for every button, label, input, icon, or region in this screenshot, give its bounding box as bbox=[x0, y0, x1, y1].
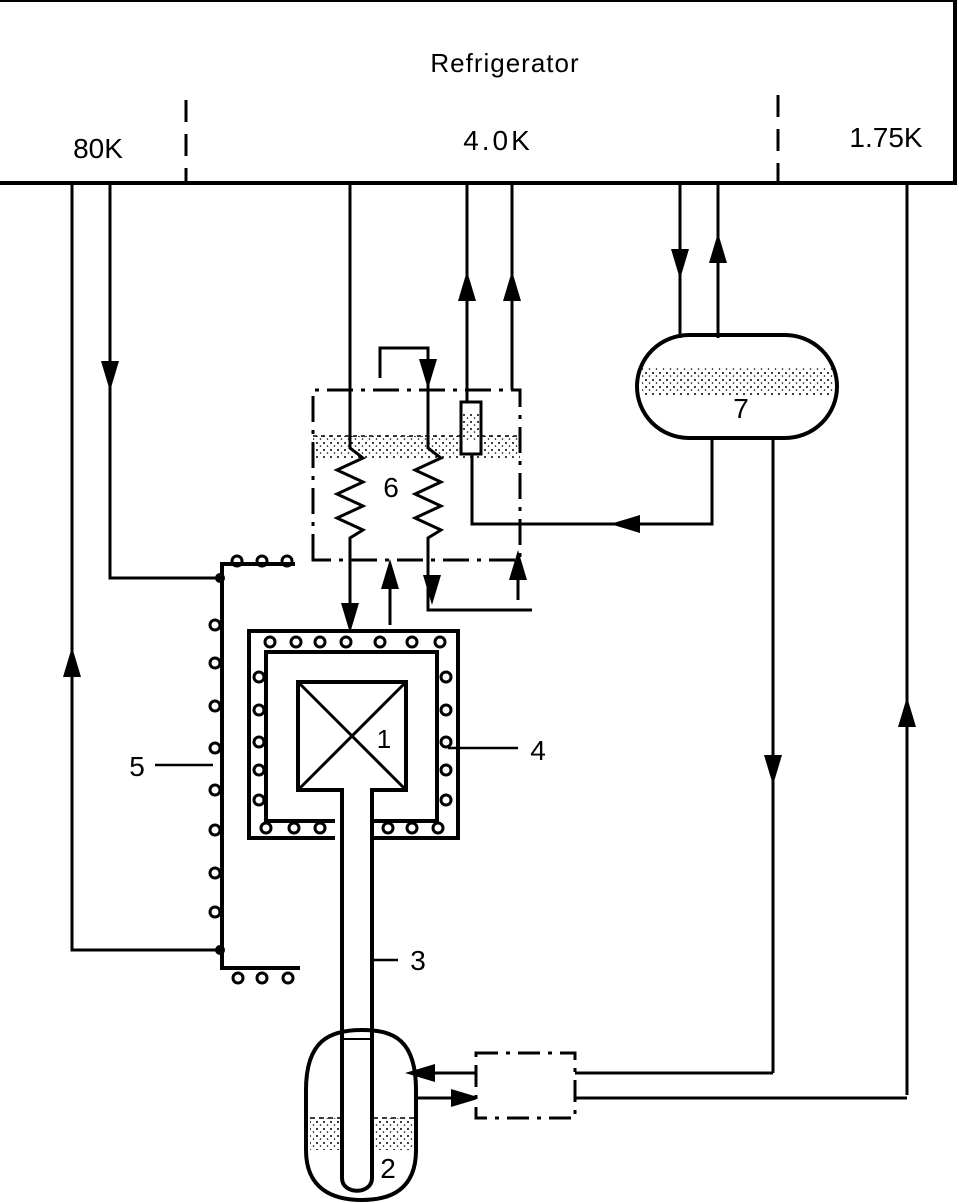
tank-label: 7 bbox=[733, 393, 749, 424]
valve-mark-label: L bbox=[516, 584, 528, 609]
outer-shield: 5 bbox=[129, 554, 300, 985]
magnet-label: 1 bbox=[377, 724, 391, 754]
inner-shield-label: 4 bbox=[530, 735, 546, 766]
temp-80k-label: 80K bbox=[73, 133, 123, 164]
refrigerator-title: Refrigerator bbox=[430, 48, 579, 78]
loop-175k bbox=[405, 183, 916, 1120]
inner-shield bbox=[247, 629, 518, 840]
lines-4k bbox=[458, 183, 714, 533]
tank: 7 bbox=[635, 183, 839, 440]
loop-80k bbox=[63, 183, 218, 952]
tube-label: 3 bbox=[410, 945, 426, 976]
outer-shield-label: 5 bbox=[129, 751, 145, 782]
refrigerator-box: Refrigerator 80K 4.0K 1.75K bbox=[0, 0, 957, 185]
reservoir: 2 bbox=[304, 1027, 418, 1203]
reservoir-label: 2 bbox=[380, 1153, 396, 1184]
heat-exchanger-bath: 6 bbox=[311, 183, 532, 633]
temp-175k-label: 1.75K bbox=[849, 122, 922, 153]
temp-4k-label: 4.0K bbox=[463, 125, 533, 156]
heat-exchanger-label: 6 bbox=[383, 472, 399, 503]
